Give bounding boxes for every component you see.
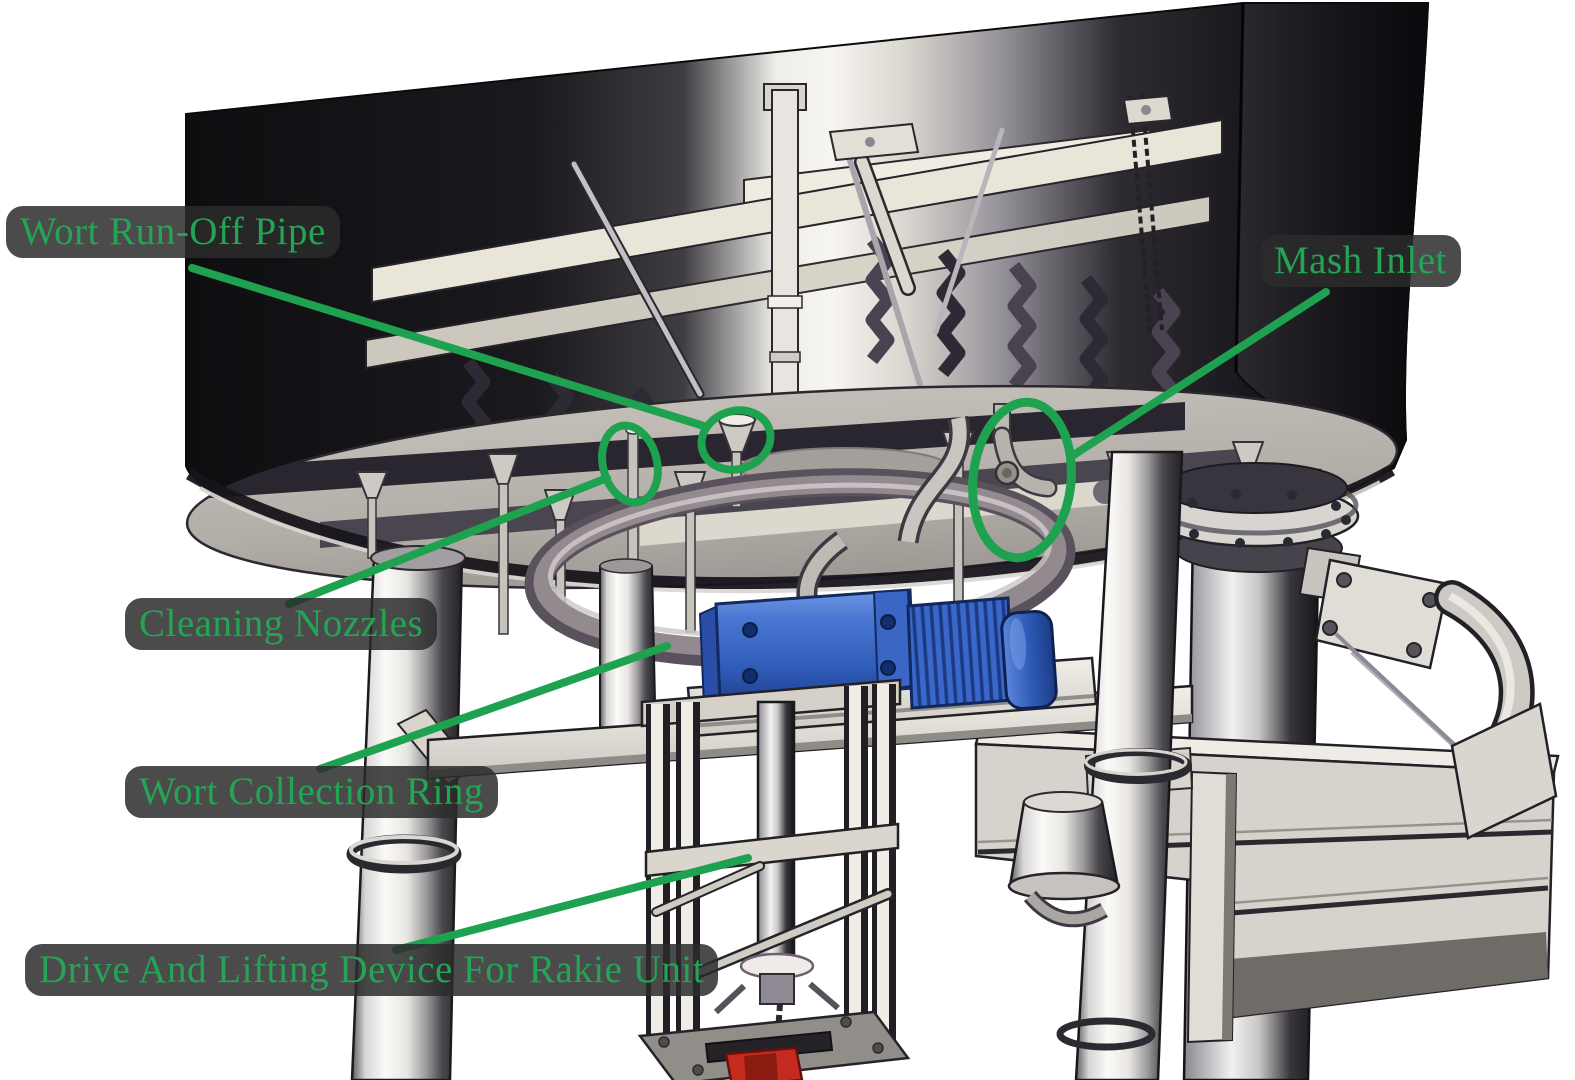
cone-base-cylinder xyxy=(1007,791,1121,928)
lift-chain xyxy=(1128,93,1164,333)
diagonal-braces xyxy=(651,861,894,978)
wort-runoff-ellipse xyxy=(697,406,775,474)
red-clamp xyxy=(704,1030,834,1080)
lifting-cross-beam xyxy=(644,822,900,878)
discharge-chute xyxy=(1334,580,1558,840)
annotation-label-mash-inlet: Mash Inlet xyxy=(1260,235,1461,287)
chrome-pillar xyxy=(1056,450,1192,1080)
actuator-rods xyxy=(569,127,1005,477)
mash-inlet-ellipse xyxy=(968,397,1076,563)
leader-line-mash-inlet xyxy=(1068,288,1330,460)
annotation-layer xyxy=(188,264,1330,954)
lifting-screw-column xyxy=(756,700,796,962)
slewing-flange xyxy=(1152,462,1360,573)
leader-line-cleaning-nozzles xyxy=(285,474,611,608)
flange-bolts xyxy=(1167,489,1351,548)
annotation-label-wort-collection-ring: Wort Collection Ring xyxy=(125,766,498,818)
leader-line-wort-runoff xyxy=(188,264,708,430)
drive-unit xyxy=(698,588,1058,711)
top-brackets xyxy=(828,94,1174,162)
leader-line-collection-ring xyxy=(316,642,671,773)
drive-motor xyxy=(906,596,1014,710)
side-bracket xyxy=(1298,546,1450,670)
annotation-label-wort-run-off-pipe: Wort Run-Off Pipe xyxy=(6,206,340,258)
center-shaft xyxy=(763,83,807,435)
lifting-frame xyxy=(637,678,911,1080)
motor-end-cap xyxy=(1000,609,1058,711)
annotation-label-cleaning-nozzles: Cleaning Nozzles xyxy=(125,598,438,650)
annotation-label-drive-lifting-device: Drive And Lifting Device For Rakie Unit xyxy=(25,944,719,996)
cleaning-nozzles-ellipse xyxy=(598,421,662,507)
leader-line-drive-lifting xyxy=(392,854,752,954)
